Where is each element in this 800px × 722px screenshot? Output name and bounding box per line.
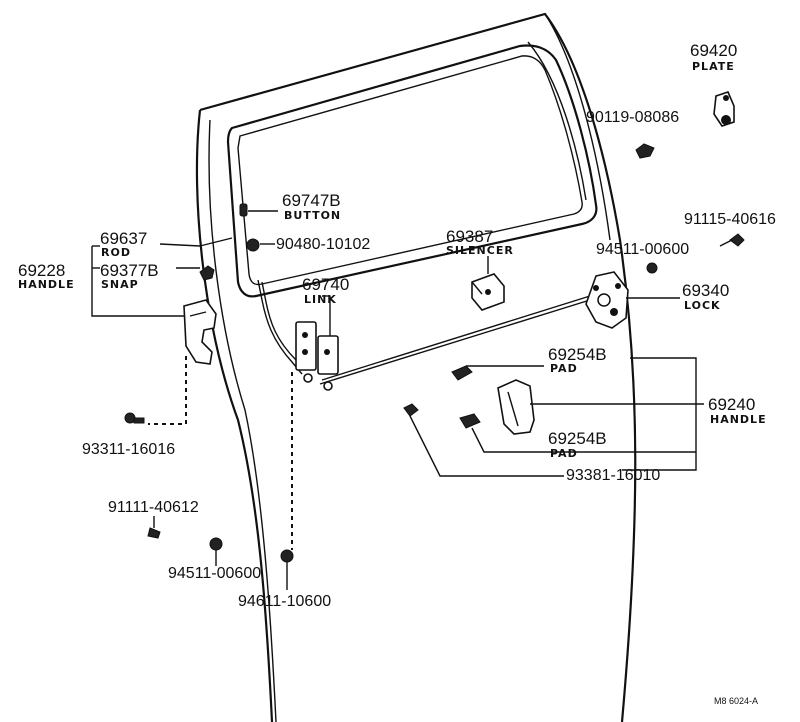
svg-text:69377B: 69377B <box>100 261 159 280</box>
svg-text:69387: 69387 <box>446 227 493 246</box>
plate-part <box>713 91 735 127</box>
label-pad-top: 69254B PAD <box>548 345 607 375</box>
pad-top-part <box>451 365 473 381</box>
label-snap: 69377B SNAP <box>100 261 159 291</box>
clip-part <box>246 238 275 252</box>
label-nut-bottom: 94611-10600 <box>238 593 331 610</box>
screw-lower-part <box>147 527 161 539</box>
screw-right-part <box>719 233 745 247</box>
snap-part <box>176 265 215 281</box>
svg-text:PAD: PAD <box>550 362 578 375</box>
svg-text:SILENCER: SILENCER <box>446 244 514 257</box>
outer-handle-bracket <box>622 357 697 471</box>
label-screw-right: 91115-40616 <box>684 211 776 228</box>
screw-left-part <box>124 412 145 424</box>
label-handle-inner: 69228 HANDLE <box>18 261 75 291</box>
nut-lower-part <box>209 537 223 566</box>
svg-text:69420: 69420 <box>690 41 737 60</box>
label-handle-outer: 69240 HANDLE <box>708 395 767 426</box>
svg-text:ROD: ROD <box>101 246 131 259</box>
label-pad-bottom: 69254B PAD <box>548 429 607 460</box>
svg-text:69254B: 69254B <box>548 345 607 364</box>
svg-text:69240: 69240 <box>708 395 755 414</box>
lock-rod <box>319 299 591 385</box>
label-button: 69747B BUTTON <box>282 191 341 222</box>
rod-part <box>199 237 233 247</box>
svg-text:PLATE: PLATE <box>692 60 735 73</box>
label-screw-left: 93311-16016 <box>82 441 175 458</box>
silencer-part <box>471 273 505 311</box>
svg-text:HANDLE: HANDLE <box>18 278 75 291</box>
svg-text:LOCK: LOCK <box>684 299 721 312</box>
footer-code: M8 6024-A <box>714 696 758 706</box>
bolt-top-part <box>635 143 655 159</box>
label-plate: 69420 PLATE <box>690 41 737 73</box>
label-clip: 90480-10102 <box>276 236 370 253</box>
svg-text:69254B: 69254B <box>548 429 607 448</box>
label-rod: 69637 ROD <box>100 229 147 259</box>
label-link: 69740 LINK <box>302 275 349 306</box>
label-silencer: 69387 SILENCER <box>446 227 514 257</box>
nut-bottom-part <box>280 549 294 590</box>
outer-handle-part <box>497 379 535 435</box>
svg-text:HANDLE: HANDLE <box>710 413 767 426</box>
label-nut-right: 94511-00600 <box>596 241 689 258</box>
pad-bottom-part <box>459 413 481 429</box>
svg-text:PAD: PAD <box>550 447 578 460</box>
label-lock: 69340 LOCK <box>682 281 729 312</box>
svg-text:69747B: 69747B <box>282 191 341 210</box>
screw-bottom-part <box>403 403 419 417</box>
svg-text:BUTTON: BUTTON <box>284 209 341 222</box>
svg-text:69340: 69340 <box>682 281 729 300</box>
nut-right-part <box>646 262 658 274</box>
door-panel <box>195 12 637 722</box>
link-part <box>257 279 339 391</box>
label-screw-lower: 91111-40612 <box>108 499 199 516</box>
label-screw-bottom: 93381-16010 <box>566 467 660 484</box>
label-bolt-top: 90119-08086 <box>586 109 679 126</box>
handle-bracket <box>91 246 184 317</box>
button-part <box>239 203 278 217</box>
lock-part <box>585 271 629 329</box>
window-frame <box>226 41 598 298</box>
screw-left-leader <box>148 356 187 425</box>
svg-text:69637: 69637 <box>100 229 147 248</box>
svg-text:69228: 69228 <box>18 261 65 280</box>
svg-text:SNAP: SNAP <box>101 278 139 291</box>
inner-handle-part <box>183 299 217 365</box>
svg-text:LINK: LINK <box>304 293 337 306</box>
label-nut-lower: 94511-00600 <box>168 565 261 582</box>
svg-text:69740: 69740 <box>302 275 349 294</box>
